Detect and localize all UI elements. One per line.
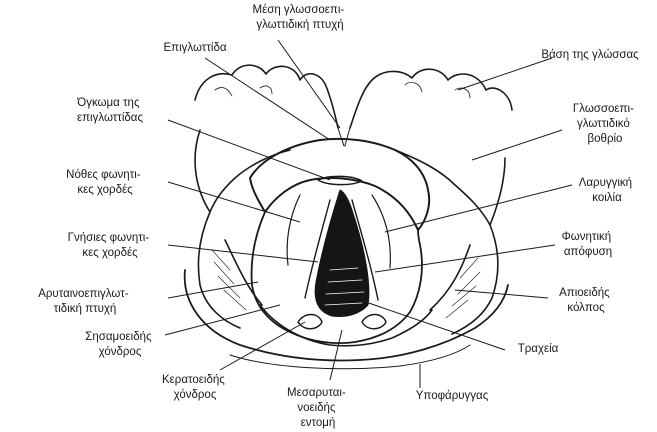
- label-aryepiglottic-fold: Αρυταινοεπιγλωτ- τιδική πτυχή: [38, 288, 132, 315]
- label-interarytenoid: Μεσαρυται- νοειδής εντομή: [287, 387, 349, 429]
- leader-interarytenoid: [330, 330, 342, 380]
- label-laryngeal-ventricle: Λαρυγγική κοιλία: [579, 177, 636, 204]
- leader-false-cords: [168, 182, 300, 222]
- leader-epiglottic-tubercle: [168, 120, 330, 180]
- label-corniculate: Κερατοειδής χόνδρος: [162, 374, 228, 401]
- label-sesamoid: Σησαμοειδής χόνδρος: [85, 331, 155, 358]
- corniculate-cartilage: [298, 315, 322, 329]
- label-median-fold: Μέση γλωσσοεπι- γλωττιδική πτυχή: [253, 4, 348, 31]
- label-true-cords: Γνήσιες φωνητι- κες χορδές: [68, 232, 153, 259]
- larynx-illustration: [185, 65, 512, 369]
- leader-vocal-process: [375, 245, 555, 272]
- leader-aryepiglottic-fold: [168, 282, 258, 298]
- leader-median-fold: [278, 40, 340, 128]
- leader-lines: [165, 40, 572, 388]
- label-epiglottic-tubercle: Όγκωμα της επιγλωττίδας: [76, 97, 143, 124]
- leader-vallecula: [472, 130, 562, 160]
- leader-sesamoid: [165, 305, 280, 335]
- glottis: [315, 190, 369, 317]
- label-false-cords: Νόθες φωνητι- κες χορδές: [66, 169, 144, 196]
- label-epiglottis: Επιγλωττίδα: [164, 42, 227, 54]
- leader-true-cords: [168, 245, 318, 262]
- tongue-base-outline: [195, 65, 512, 128]
- leader-epiglottis: [205, 58, 330, 140]
- sesamoid-cartilage: [362, 315, 386, 329]
- leader-piriform-recess: [455, 290, 548, 298]
- leader-tongue-base: [458, 58, 552, 90]
- label-vallecula: Γλωσσοεπι- γλωττιδικό βοθρίο: [573, 103, 637, 145]
- leader-laryngeal-ventricle: [385, 185, 572, 232]
- label-vocal-process: Φωνητική απόφυση: [562, 231, 615, 258]
- label-hypopharynx: Υποφάρυγγας: [416, 390, 489, 402]
- label-piriform-recess: Απιοειδής κόλπος: [559, 287, 613, 314]
- label-tongue-base: Βάση της γλώσσας: [541, 49, 639, 61]
- label-trachea: Τραχεία: [518, 343, 559, 355]
